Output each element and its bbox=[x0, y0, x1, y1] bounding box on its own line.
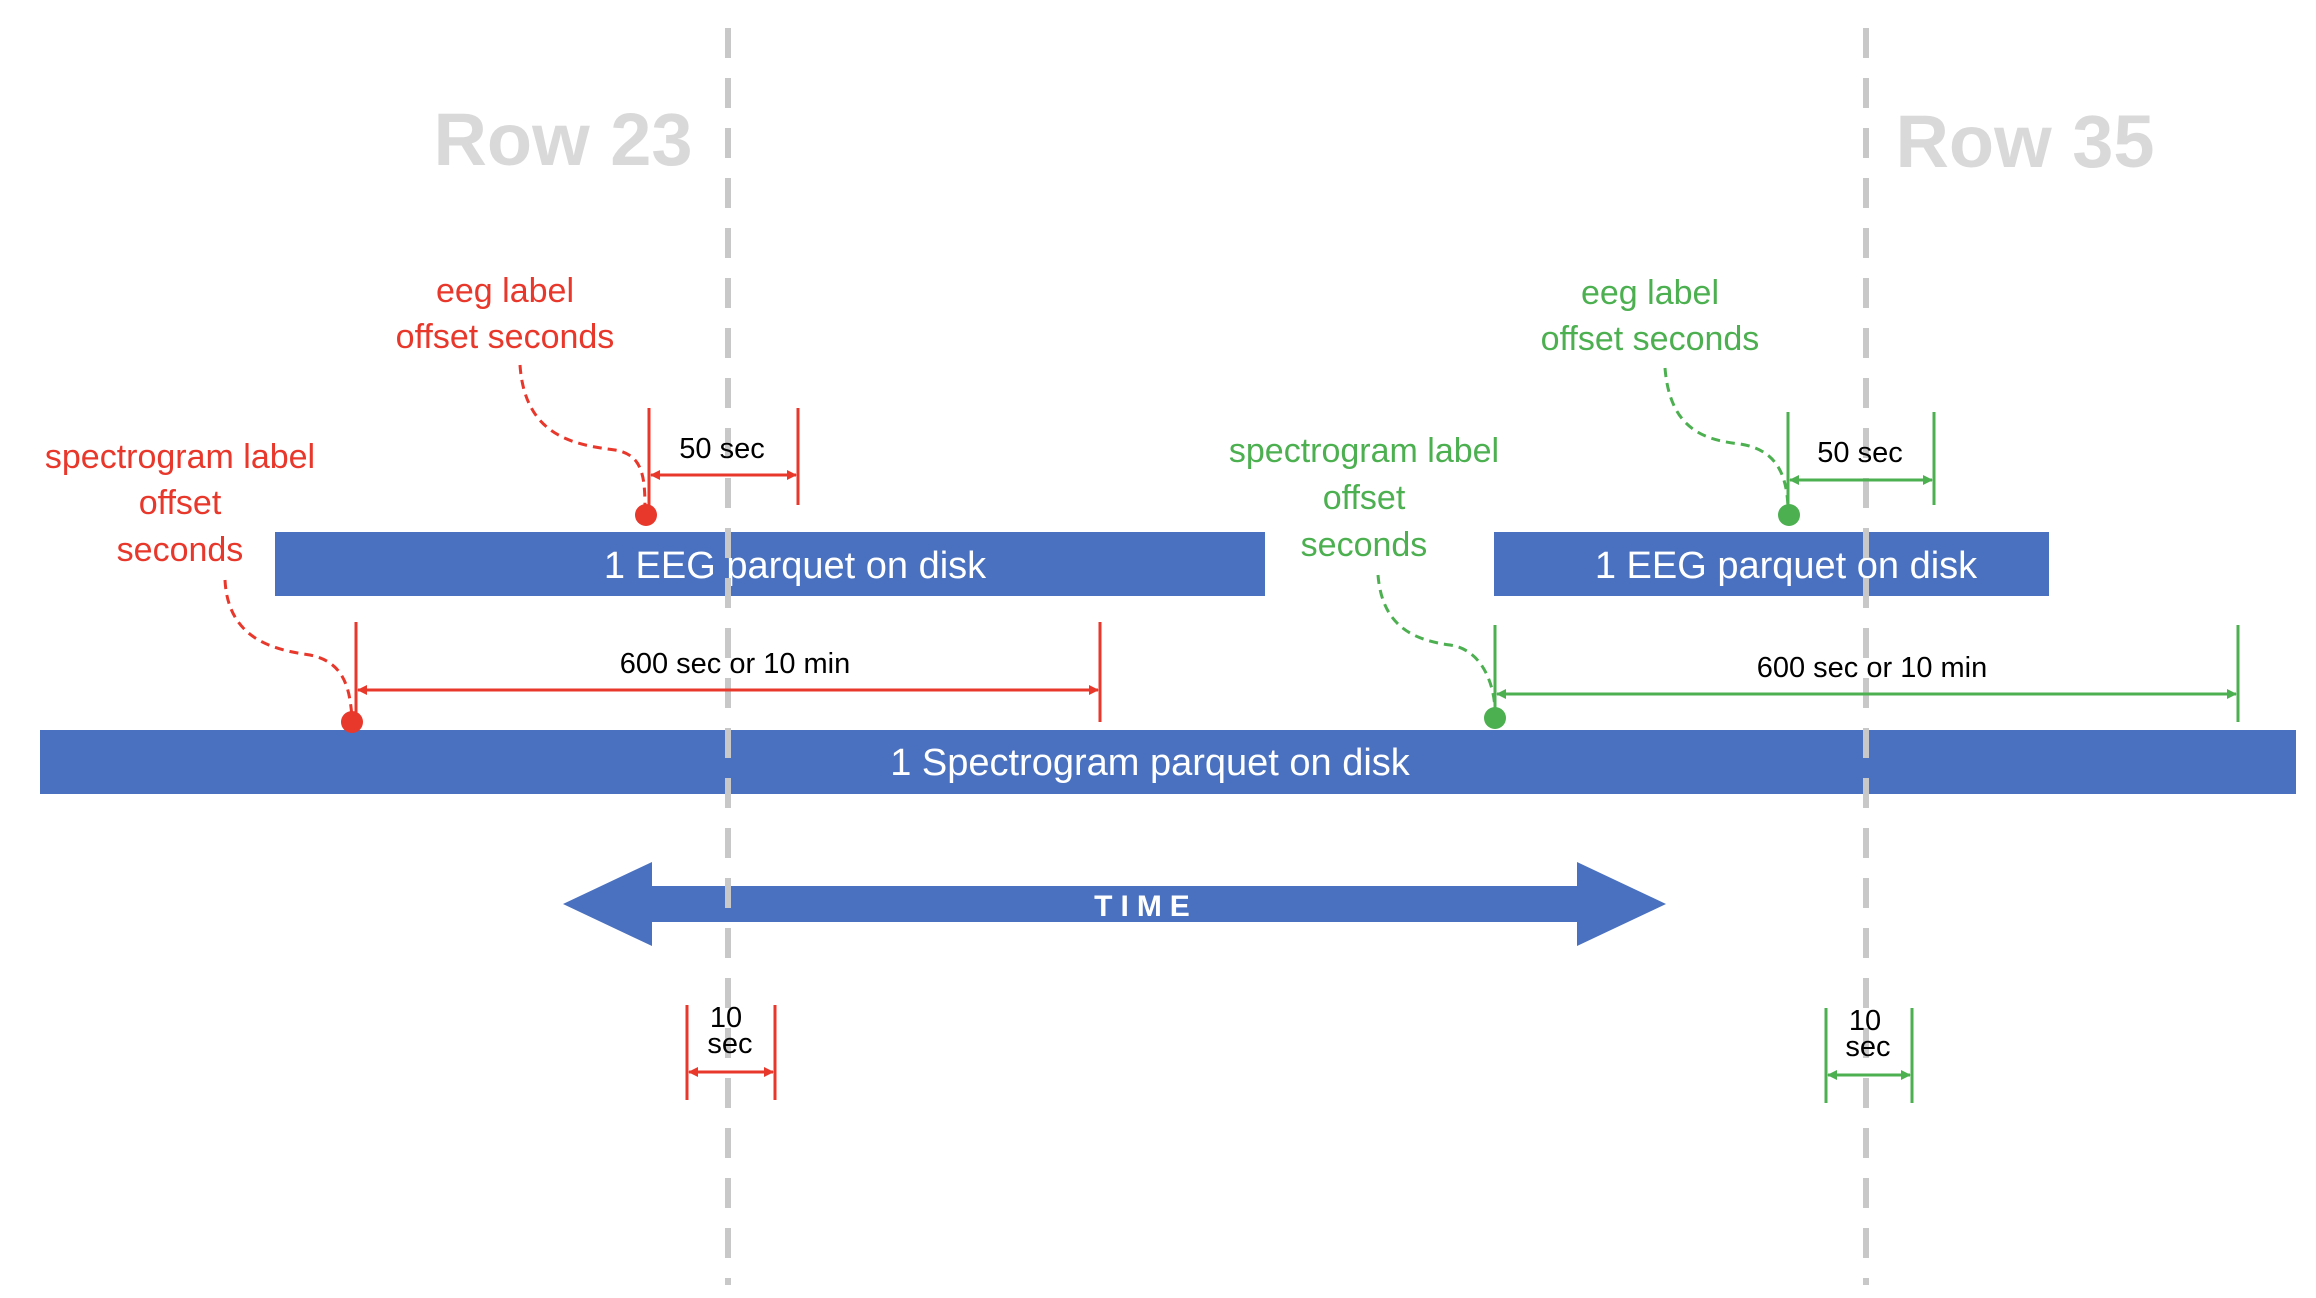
red-spec-connector bbox=[223, 579, 354, 719]
red-spec-label-line1: spectrogram label bbox=[45, 438, 315, 476]
green-10-unit: sec bbox=[1845, 1031, 1890, 1063]
red-eeg-label-line1: eeg label bbox=[436, 272, 574, 310]
row-23-title: Row 23 bbox=[433, 98, 692, 181]
spectrogram-parquet-bar bbox=[40, 730, 2296, 794]
row-35-title: Row 35 bbox=[1895, 100, 2154, 183]
green-spec-label-line3: seconds bbox=[1301, 526, 1428, 564]
eeg-parquet-bar-right bbox=[1494, 532, 2049, 596]
green-eeg-offset-dot bbox=[1778, 504, 1800, 526]
green-spec-label-line2: offset bbox=[1323, 479, 1406, 517]
red-50-label: 50 sec bbox=[679, 433, 764, 465]
red-600-label: 600 sec or 10 min bbox=[620, 648, 851, 680]
green-eeg-label-line1: eeg label bbox=[1581, 274, 1719, 312]
eeg-parquet-bar-left bbox=[275, 532, 1265, 596]
green-spec-label-line1: spectrogram label bbox=[1229, 432, 1499, 470]
eeg-bar-label-right: 1 EEG parquet on disk bbox=[1595, 545, 1978, 587]
spectrogram-bar-label: 1 Spectrogram parquet on disk bbox=[890, 742, 1411, 784]
red-eeg-connector bbox=[518, 364, 647, 516]
green-eeg-label-line2: offset seconds bbox=[1541, 320, 1760, 358]
green-600-label: 600 sec or 10 min bbox=[1757, 652, 1988, 684]
eeg-bar-label-left: 1 EEG parquet on disk bbox=[604, 545, 987, 587]
red-spec-label-line3: seconds bbox=[117, 531, 244, 569]
red-spec-offset-dot bbox=[341, 711, 363, 733]
green-10-number: 10 bbox=[1849, 1005, 1881, 1037]
green-50-label: 50 sec bbox=[1817, 437, 1902, 469]
red-spec-label-line2: offset bbox=[139, 484, 222, 522]
red-eeg-offset-dot bbox=[635, 504, 657, 526]
time-label: TIME bbox=[1094, 890, 1198, 923]
red-10-number: 10 bbox=[710, 1002, 742, 1034]
green-spec-connector bbox=[1376, 574, 1497, 713]
time-double-arrow bbox=[563, 862, 1666, 946]
green-eeg-connector bbox=[1663, 367, 1790, 509]
red-10-unit: sec bbox=[707, 1028, 752, 1060]
red-eeg-label-line2: offset seconds bbox=[396, 318, 615, 356]
